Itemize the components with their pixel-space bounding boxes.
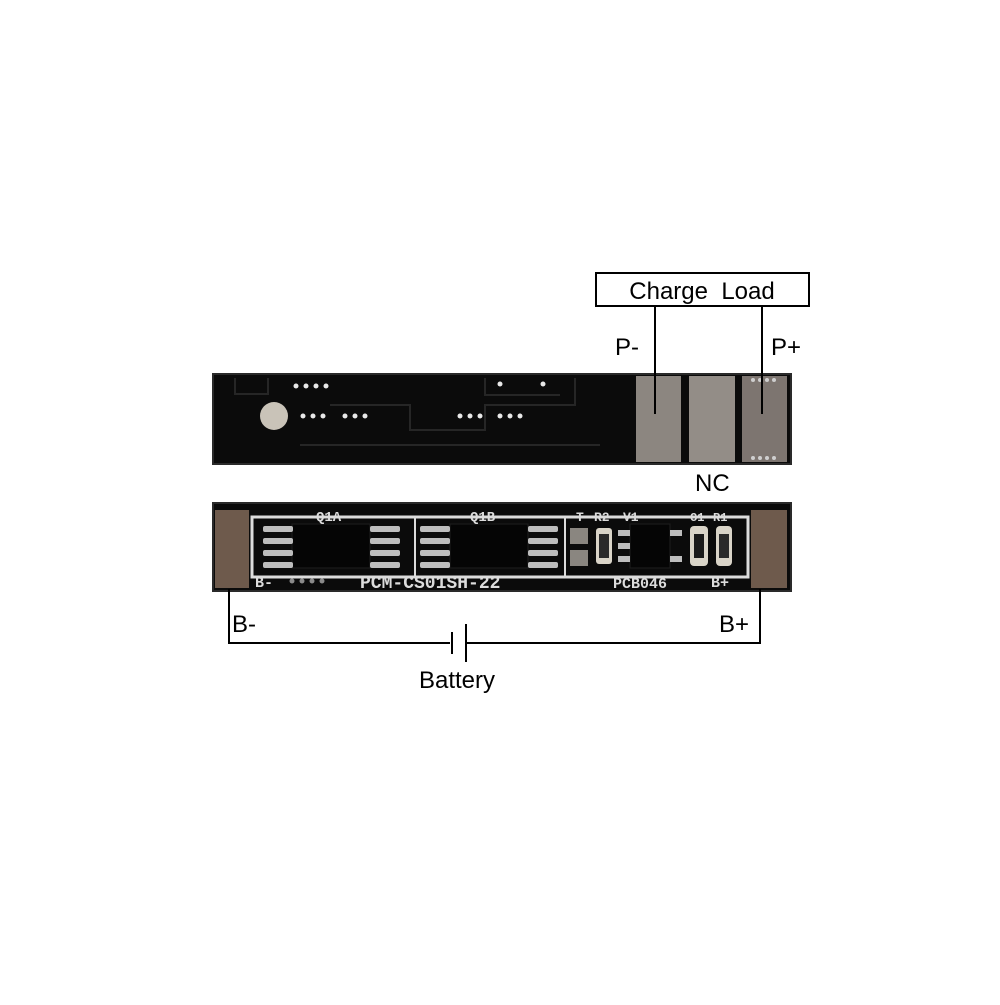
silk-c1: C1 — [690, 511, 704, 525]
silk-q1a: Q1A — [316, 510, 342, 526]
chip-q1b — [420, 523, 558, 569]
battery-wiring — [228, 589, 761, 662]
charge-load-callout: Charge Load P- P+ NC — [595, 272, 810, 497]
pad-nc — [689, 376, 735, 462]
silk-b-minus: B- — [255, 575, 273, 592]
pcb-top-vias — [293, 381, 546, 419]
silk-t: T — [576, 510, 584, 525]
chip-q1a — [263, 523, 400, 569]
silk-r1: R1 — [713, 511, 727, 525]
pcb-bottom-board: Q1A Q1B T R2 V1 C1 R1 B- B+ PCM-CS01SH-2… — [212, 502, 792, 594]
pcb-top-board — [212, 373, 792, 465]
b-minus-wire — [228, 589, 450, 644]
passives-c1-r1 — [690, 526, 732, 566]
pad-b-plus — [751, 510, 787, 588]
silk-model: PCM-CS01SH-22 — [360, 574, 500, 594]
silk-code: PCB046 — [613, 576, 667, 593]
charge-load-label: Charge Load — [629, 278, 774, 305]
nc-label: NC — [695, 470, 730, 497]
silk-v1: V1 — [623, 510, 639, 525]
charge-load-box — [595, 272, 810, 307]
silk-b-plus: B+ — [711, 575, 729, 592]
p-plus-label: P+ — [771, 334, 801, 361]
chip-v1 — [618, 523, 682, 569]
pad-p-plus — [742, 376, 787, 462]
silk-q1b: Q1B — [470, 510, 496, 526]
b-plus-wire — [466, 589, 761, 644]
pad-p-minus — [636, 376, 681, 462]
b-minus-label: B- — [232, 611, 256, 638]
pcb-top-mount-hole — [260, 402, 288, 430]
pcb-bottom-vias — [289, 578, 325, 584]
pcb-top-traces — [234, 378, 600, 446]
p-minus-label: P- — [615, 334, 639, 361]
passives-t-r2 — [570, 528, 612, 566]
silk-frame — [250, 515, 750, 579]
pad-b-minus — [215, 510, 249, 588]
silk-r2: R2 — [594, 510, 610, 525]
battery-label: Battery — [419, 667, 495, 694]
b-plus-label: B+ — [719, 611, 749, 638]
